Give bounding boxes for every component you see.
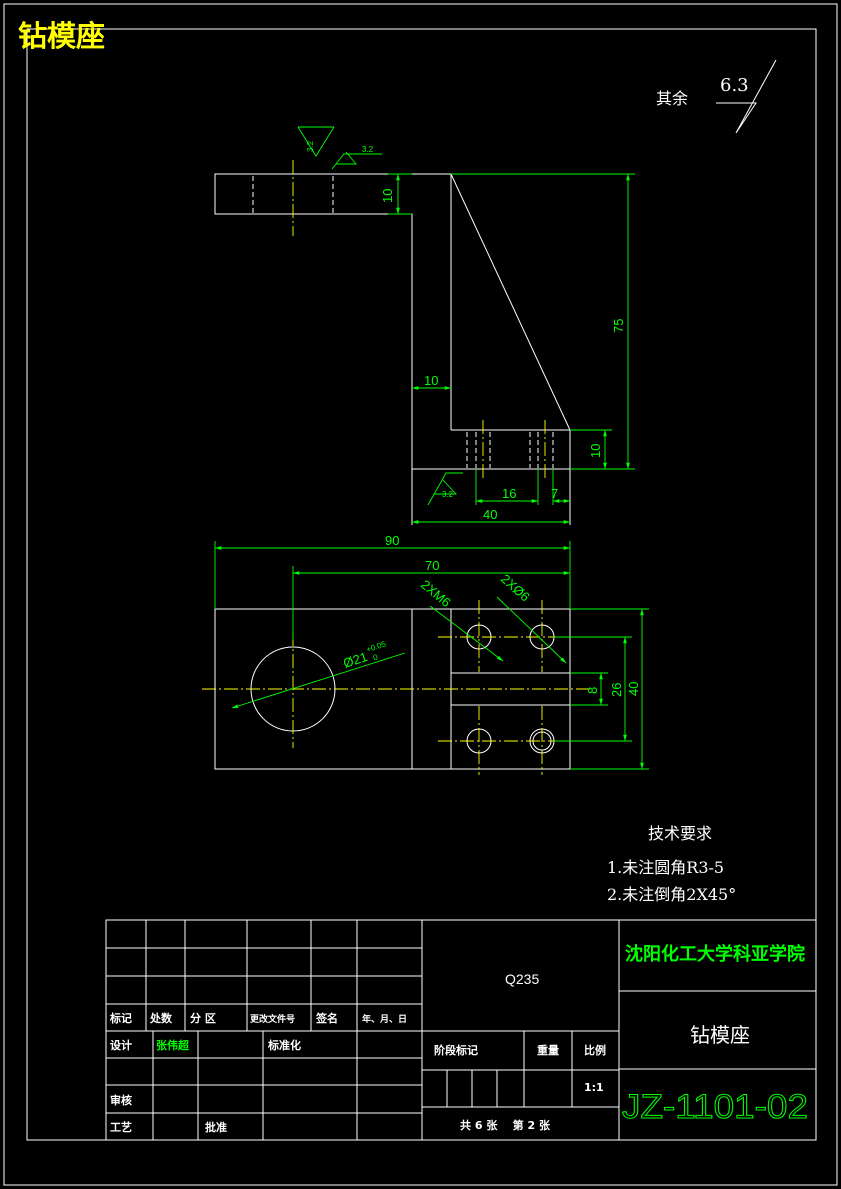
stage-mark-label: 阶段标记 bbox=[434, 1043, 478, 1057]
roughness-top-left: 3.2 bbox=[297, 126, 335, 157]
dim-75: 75 bbox=[611, 319, 626, 333]
dim-10-top: 10 bbox=[380, 189, 395, 203]
bore-dim: Ø21 bbox=[341, 649, 369, 671]
role-design: 设计 bbox=[110, 1038, 132, 1052]
sheet-info: 共 6 张 第 2 张 bbox=[460, 1118, 551, 1132]
front-view: 10 75 10 10 16 7 40 3.2 3.2 bbox=[214, 126, 635, 525]
drawing-title: 钻模座 bbox=[18, 19, 105, 53]
svg-text:3.2: 3.2 bbox=[362, 145, 374, 154]
hdr-count: 处数 bbox=[149, 1011, 173, 1025]
svg-text:3.2: 3.2 bbox=[306, 140, 315, 152]
roughness-bottom: 3.2 bbox=[427, 472, 463, 506]
svg-text:其余: 其余 bbox=[656, 89, 688, 108]
dim-40-plan: 40 bbox=[626, 682, 641, 696]
material: Q235 bbox=[505, 971, 539, 987]
dim-8: 8 bbox=[585, 687, 600, 694]
part-name: 钻模座 bbox=[690, 1023, 750, 1047]
dim-10-bottom: 10 bbox=[588, 444, 603, 458]
dim-7: 7 bbox=[551, 486, 558, 501]
dim-16: 16 bbox=[502, 486, 516, 501]
designer-name: 张伟超 bbox=[156, 1038, 190, 1052]
plan-view: 90 70 Ø21 +0.05 0 2XM6 2XØ6 8 26 40 bbox=[202, 533, 649, 775]
scale-value: 1:1 bbox=[584, 1081, 604, 1094]
outer-border bbox=[3, 3, 838, 1186]
dim-40-front: 40 bbox=[483, 507, 497, 522]
scale-label: 比例 bbox=[584, 1043, 606, 1057]
dim-10-web: 10 bbox=[424, 373, 438, 388]
hdr-zone: 分 区 bbox=[190, 1011, 216, 1025]
tech-requirements: 技术要求 1.未注圆角R3-5 2.未注倒角2X45° bbox=[607, 824, 736, 904]
drawing-number: JZ-1101-02 bbox=[622, 1088, 808, 1126]
dim-90: 90 bbox=[385, 533, 399, 548]
tech-item-2: 2.未注倒角2X45° bbox=[607, 885, 736, 904]
title-block: 标记 处数 分 区 更改文件号 签名 年、月、日 设计 张伟超 标准化 审核 工… bbox=[105, 919, 817, 1141]
dim-2xm6: 2XM6 bbox=[418, 577, 454, 610]
role-process: 工艺 bbox=[110, 1120, 132, 1134]
tech-item-1: 1.未注圆角R3-5 bbox=[607, 858, 724, 877]
tech-heading: 技术要求 bbox=[648, 824, 712, 843]
hdr-date: 年、月、日 bbox=[362, 1013, 407, 1025]
svg-text:6.3: 6.3 bbox=[720, 75, 749, 96]
weight-label: 重量 bbox=[537, 1043, 559, 1057]
roughness-top-right: 3.2 bbox=[331, 145, 382, 170]
dim-26: 26 bbox=[609, 683, 624, 697]
school-name: 沈阳化工大学科亚学院 bbox=[625, 943, 805, 965]
role-approve: 批准 bbox=[205, 1120, 227, 1134]
dim-70: 70 bbox=[425, 558, 439, 573]
rest-roughness-symbol: 其余 6.3 bbox=[656, 59, 777, 134]
svg-text:+0.05: +0.05 bbox=[365, 639, 388, 654]
svg-text:3.2: 3.2 bbox=[442, 490, 454, 499]
role-standard: 标准化 bbox=[267, 1038, 301, 1052]
dim-2xphi6: 2XØ6 bbox=[498, 571, 533, 604]
hdr-mark: 标记 bbox=[109, 1011, 132, 1025]
hdr-change-doc: 更改文件号 bbox=[250, 1013, 295, 1025]
role-review: 审核 bbox=[110, 1093, 132, 1107]
svg-text:0: 0 bbox=[372, 652, 380, 662]
hdr-sign: 签名 bbox=[315, 1011, 338, 1025]
